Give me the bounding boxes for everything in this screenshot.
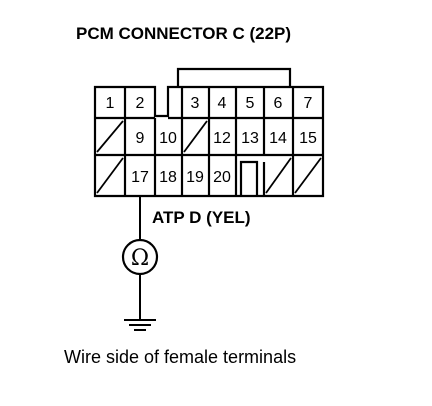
pin-label: 4 (218, 95, 227, 112)
pin-label: 1 (106, 95, 115, 112)
pin-label: 19 (186, 169, 204, 186)
diagram-caption: Wire side of female terminals (64, 347, 296, 367)
pin-label: 20 (213, 169, 231, 186)
connector-latch (176, 67, 292, 87)
pin-row-3: 17 18 19 20 (131, 169, 231, 186)
pin-label: 14 (269, 130, 287, 147)
pin-label: 15 (299, 130, 317, 147)
pin-row-2: 9 10 12 13 14 15 (136, 130, 317, 147)
pin-label: 6 (274, 95, 283, 112)
pin-label: 12 (213, 130, 231, 147)
pin-label: 17 (131, 169, 149, 186)
pin-label: 5 (246, 95, 255, 112)
pin-label: 2 (136, 95, 145, 112)
pin-label: 10 (159, 130, 177, 147)
pin-label: 18 (159, 169, 177, 186)
ground-icon (124, 319, 156, 331)
pin-label: 3 (191, 95, 200, 112)
pin-row-1: 1 2 3 4 5 6 7 (106, 95, 313, 112)
pin-label: 9 (136, 130, 145, 147)
ohm-symbol: Ω (131, 246, 149, 271)
empty-cavity-marks (96, 120, 322, 194)
probe-label: ATP D (YEL) (152, 208, 251, 227)
pin-label: 13 (241, 130, 259, 147)
diagram-title: PCM CONNECTOR C (22P) (76, 24, 291, 43)
pin-label: 7 (304, 95, 313, 112)
connector-body (93, 85, 325, 198)
